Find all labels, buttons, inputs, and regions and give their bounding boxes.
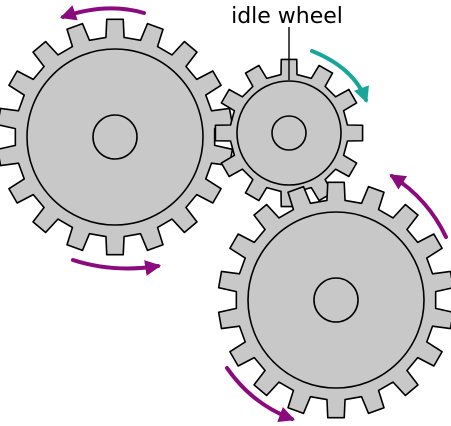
idle-wheel-label: idle wheel [231,4,343,29]
driven-gear-hub [313,277,359,323]
idle-gear-hub [271,115,307,151]
idle-gear-arrow [310,49,369,103]
idle-gear-rim [236,80,342,186]
driving-gear-top-arrow [59,5,146,21]
driven-gear-right-arrow [389,174,448,239]
driven-gear-bottom-arrow [225,366,295,422]
driving-gear-hub [92,114,138,160]
driving-gear [0,18,234,256]
driving-gear-rim [26,48,204,226]
driven-gear [217,181,451,419]
driving-gear-bottom-arrow [71,258,162,276]
driven-gear-rim [247,211,425,389]
